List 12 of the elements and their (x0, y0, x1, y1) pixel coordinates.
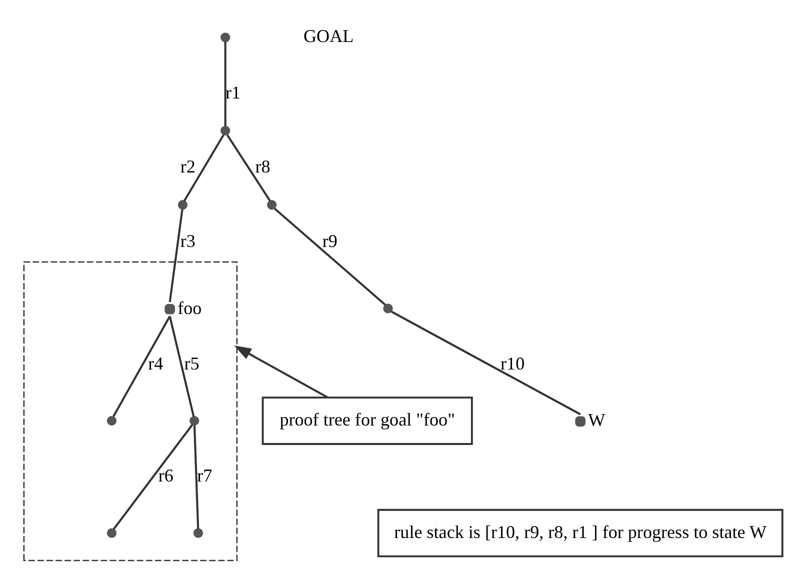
edge-label: r9 (322, 230, 338, 250)
label: GOAL (304, 26, 354, 46)
edge-label: r2 (180, 156, 196, 176)
node-label: foo (178, 297, 202, 318)
edge-label: r6 (158, 465, 174, 486)
edge-label: r5 (184, 352, 200, 373)
edge-label: r8 (255, 156, 270, 176)
edge-label: r3 (180, 230, 196, 250)
node-label: W (588, 410, 606, 430)
edge-label: r10 (500, 352, 525, 373)
edge-label: r4 (148, 352, 164, 373)
edge-label: r7 (197, 465, 212, 486)
